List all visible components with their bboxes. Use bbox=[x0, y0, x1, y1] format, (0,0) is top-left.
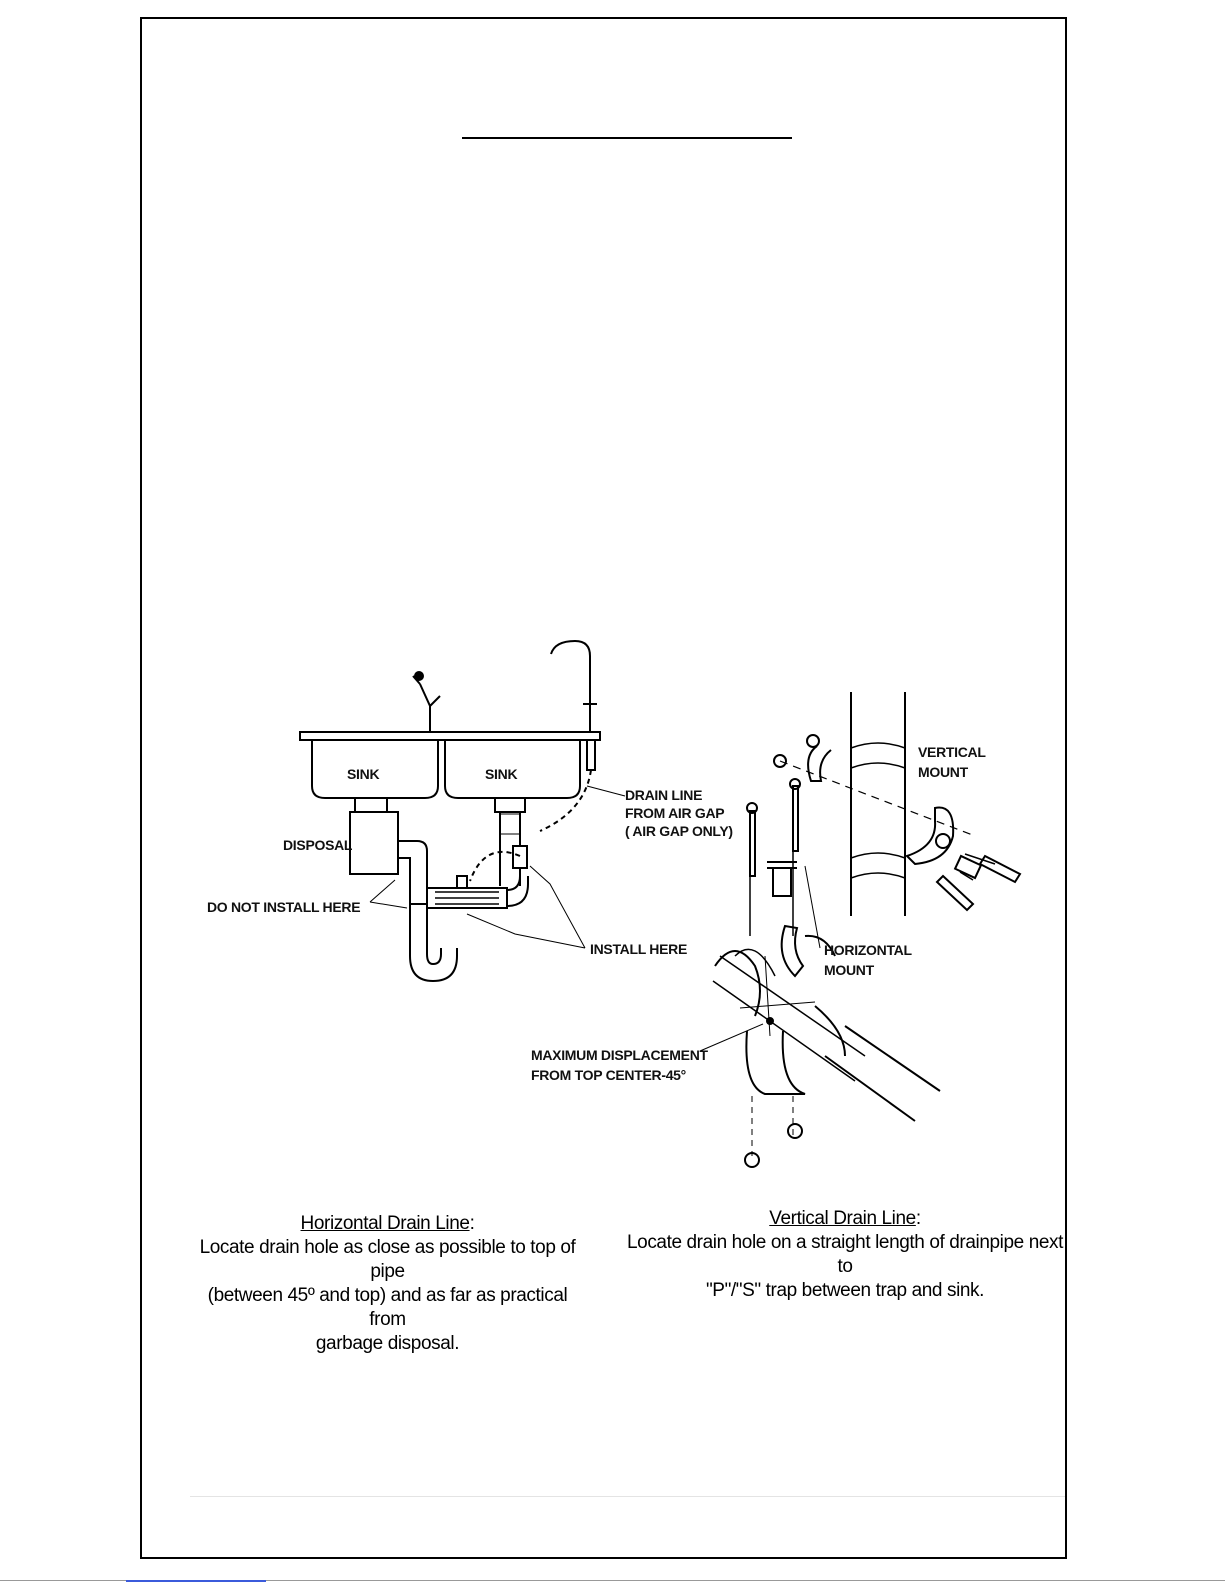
horizontal-caption-title-line: Horizontal Drain Line: bbox=[190, 1212, 585, 1236]
faucet-handle bbox=[414, 671, 424, 681]
label-vertical-mount-2: MOUNT bbox=[918, 764, 969, 780]
viewer-bottom-edge bbox=[0, 1580, 1225, 1581]
label-drain-line-2: FROM AIR GAP bbox=[625, 805, 724, 821]
air-gap bbox=[586, 739, 596, 771]
vertical-caption-colon: : bbox=[915, 1208, 921, 1229]
vertical-caption-title-line: Vertical Drain Line: bbox=[625, 1207, 1065, 1231]
label-max-displacement-1: MAXIMUM DISPLACEMENT bbox=[531, 1047, 709, 1063]
label-vertical-mount-1: VERTICAL bbox=[918, 744, 986, 760]
vertical-clamp-back bbox=[807, 745, 832, 782]
vertical-mount-pipe bbox=[850, 692, 906, 916]
p-trap bbox=[409, 904, 458, 983]
label-horizontal-mount-2: MOUNT bbox=[824, 962, 875, 978]
sink-drain-neck bbox=[494, 797, 526, 813]
horizontal-caption-colon: : bbox=[469, 1213, 475, 1234]
label-max-displacement-2: FROM TOP CENTER-45° bbox=[531, 1067, 686, 1083]
vertical-caption-line-1: Locate drain hole on a straight length o… bbox=[626, 1232, 1064, 1277]
drain-elbow bbox=[506, 875, 529, 907]
disposal-elbow bbox=[398, 840, 428, 905]
horizontal-caption-line-2: (between 45º and top) and as far as prac… bbox=[207, 1285, 568, 1330]
label-drain-line-1: DRAIN LINE bbox=[625, 787, 702, 803]
vertical-drain-caption: Vertical Drain Line: Locate drain hole o… bbox=[625, 1207, 1065, 1303]
bottom-nut-2 bbox=[787, 1123, 803, 1139]
page-frame bbox=[140, 17, 1067, 1559]
ro-faucet bbox=[550, 639, 597, 732]
horizontal-mount-pipe bbox=[814, 1005, 941, 1122]
sink-faucet bbox=[412, 675, 441, 732]
vertical-clamp-front bbox=[905, 806, 955, 866]
drain-installation-figure: SINK SINK DISPOSAL DRAIN LINE FROM AIR G… bbox=[195, 636, 1075, 1182]
vertical-caption-line-2: "P"/"S" trap between trap and sink. bbox=[705, 1280, 985, 1301]
label-sink-right: SINK bbox=[485, 766, 517, 782]
drain-saddle bbox=[512, 845, 528, 869]
disposal-unit bbox=[349, 811, 399, 875]
horizontal-caption-line-3: garbage disposal. bbox=[315, 1333, 460, 1354]
countertop bbox=[299, 731, 601, 741]
label-drain-line-3: ( AIR GAP ONLY) bbox=[625, 823, 733, 839]
disposal-neck bbox=[354, 797, 388, 813]
horizontal-saddle-top bbox=[780, 924, 805, 978]
horizontal-drain-caption: Horizontal Drain Line: Locate drain hole… bbox=[190, 1212, 585, 1356]
bottom-nut-1 bbox=[744, 1152, 760, 1168]
title-underline bbox=[462, 137, 792, 139]
label-horizontal-mount-1: HORIZONTAL bbox=[824, 942, 912, 958]
label-sink-left: SINK bbox=[347, 766, 379, 782]
air-gap-drain-line bbox=[469, 769, 592, 882]
horizontal-saddle-bottom bbox=[745, 1030, 806, 1095]
vertical-caption-title: Vertical Drain Line bbox=[769, 1208, 916, 1229]
horizontal-screws bbox=[749, 785, 799, 877]
vertical-screw-1 bbox=[978, 854, 1022, 884]
horizontal-fitting bbox=[772, 867, 792, 897]
horizontal-caption-line-1: Locate drain hole as close as possible t… bbox=[199, 1237, 576, 1282]
vertical-screw-2 bbox=[935, 874, 975, 912]
viewer-link-underline[interactable] bbox=[126, 1580, 266, 1582]
label-do-not-install: DO NOT INSTALL HERE bbox=[207, 899, 360, 915]
label-disposal: DISPOSAL bbox=[283, 837, 353, 853]
label-install-here: INSTALL HERE bbox=[590, 941, 687, 957]
footer-divider bbox=[190, 1496, 1065, 1497]
horizontal-caption-title: Horizontal Drain Line bbox=[300, 1213, 470, 1234]
drain-diagram-svg: SINK SINK DISPOSAL DRAIN LINE FROM AIR G… bbox=[207, 639, 1022, 1168]
